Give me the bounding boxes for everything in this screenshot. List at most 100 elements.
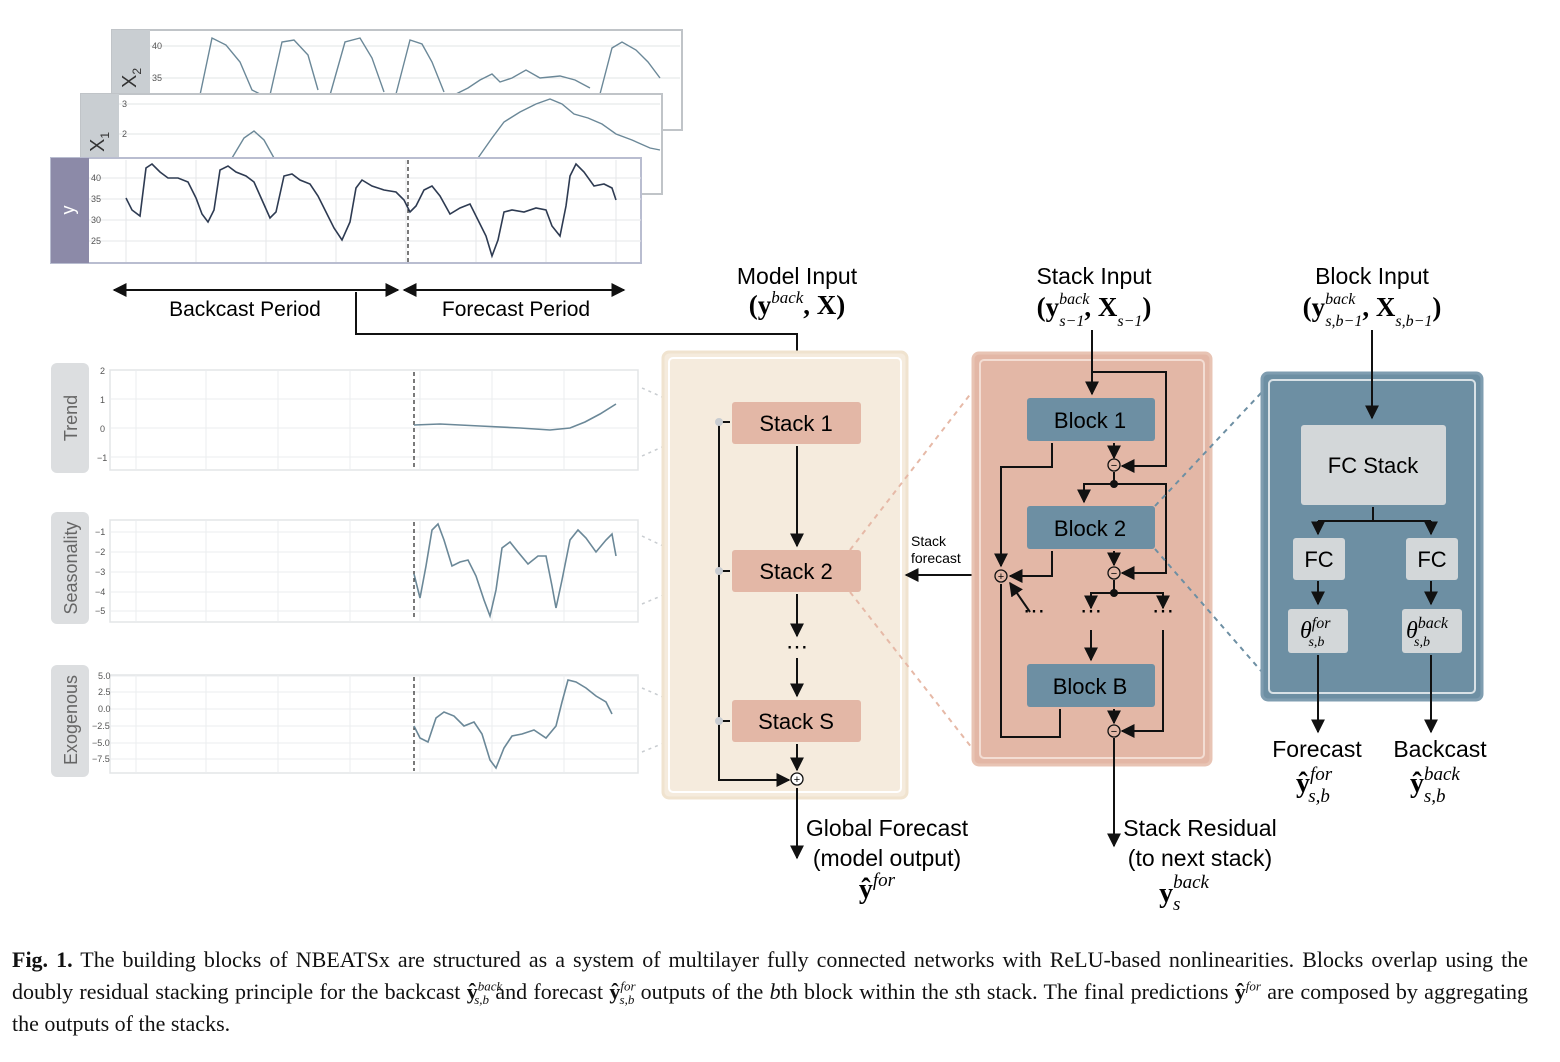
caption-math: ŷbacks,b xyxy=(466,978,503,1008)
caption-italic: b xyxy=(769,979,781,1004)
model-input-title: Model Input xyxy=(737,263,858,289)
block-1[interactable]: Block 1 xyxy=(1027,398,1155,441)
caption-fig-label: Fig. 1. xyxy=(12,947,73,972)
stack-residual-line1: Stack Residual xyxy=(1123,815,1276,841)
trend-tick: −1 xyxy=(97,453,107,463)
y-tick: 40 xyxy=(91,173,101,183)
backcast-output-label: Backcast xyxy=(1393,736,1487,762)
backcast-period-label: Backcast Period xyxy=(169,298,321,321)
block-zoom-lines xyxy=(1154,391,1263,673)
caption-text: The building blocks of NBEATSx are struc… xyxy=(12,947,1528,1004)
stack-junctions xyxy=(715,418,723,725)
stack-2[interactable]: Stack 2 xyxy=(732,550,861,592)
y-panel: 40 35 30 25 y xyxy=(50,157,642,264)
trend-panel: Trend 2 1 0 −1 xyxy=(51,363,639,473)
exogenous-label: Exogenous xyxy=(61,675,81,765)
global-forecast-symbol: ŷfor xyxy=(859,870,896,905)
stack-1[interactable]: Stack 1 xyxy=(732,402,861,444)
caption-math: ŷfor xyxy=(1234,978,1261,1004)
svg-text:Stack S: Stack S xyxy=(758,709,834,734)
forecast-output-label: Forecast xyxy=(1272,736,1362,762)
exogenous-panel: Exogenous 5.0 2.5 0.0 −2.5 −5.0 −7.5 xyxy=(51,665,639,777)
figure-caption: Fig. 1. The building blocks of NBEATSx a… xyxy=(12,944,1528,1040)
caption-italic: s xyxy=(954,979,964,1004)
block-b[interactable]: Block B xyxy=(1027,664,1155,707)
stack-forecast-line1: Stack xyxy=(911,533,947,549)
seasonality-series xyxy=(413,522,617,619)
seasonality-tick: −1 xyxy=(95,527,105,537)
svg-text:+: + xyxy=(794,774,800,786)
svg-text:FC: FC xyxy=(1304,547,1333,572)
nbeatsx-architecture-diagram: 40 35 X2 3 2 X1 40 35 30 xyxy=(50,29,1487,915)
y-axis-label: y xyxy=(58,206,78,215)
svg-text:FC Stack: FC Stack xyxy=(1328,453,1419,478)
x2-series xyxy=(199,36,661,96)
stack-input-title: Stack Input xyxy=(1036,263,1152,289)
stack-s[interactable]: Stack S xyxy=(732,700,861,742)
trend-label: Trend xyxy=(61,395,81,441)
svg-text:Stack 2: Stack 2 xyxy=(759,559,832,584)
stack-zoom-lines xyxy=(849,391,973,749)
caption-text: and forecast xyxy=(495,979,604,1004)
block-nodes: − − − + xyxy=(994,458,1121,738)
exogenous-tick: 0.0 xyxy=(98,704,111,714)
seasonality-tick: −5 xyxy=(95,606,105,616)
fc-left[interactable]: FC xyxy=(1293,538,1345,580)
block-2[interactable]: Block 2 xyxy=(1027,506,1155,549)
period-arrows: Backcast Period Forecast Period xyxy=(112,283,626,321)
fc-right[interactable]: FC xyxy=(1406,538,1458,580)
stack-arrows xyxy=(718,421,804,860)
y-series xyxy=(125,162,617,259)
svg-text:Block 1: Block 1 xyxy=(1054,408,1126,433)
seasonality-tick: −4 xyxy=(95,587,105,597)
sum-node: + xyxy=(790,772,804,786)
block-junctions xyxy=(1110,480,1118,597)
caption-text: th stack. The final predictions xyxy=(963,979,1229,1004)
x1-tick: 3 xyxy=(122,99,127,109)
block-input-title: Block Input xyxy=(1315,263,1429,289)
caption-math: ŷfors,b xyxy=(609,978,636,1008)
stack-ellipsis: ⋯ xyxy=(786,634,808,659)
model-input-formula: (yback, X) xyxy=(749,288,846,320)
trend-tick: 0 xyxy=(100,424,105,434)
block-ellipsis: ⋯ xyxy=(1152,598,1174,623)
y-tick: 25 xyxy=(91,236,101,246)
svg-text:−: − xyxy=(1111,460,1117,472)
trend-series xyxy=(413,403,617,431)
exogenous-series xyxy=(413,679,613,770)
exogenous-tick: −5.0 xyxy=(92,738,110,748)
svg-text:−: − xyxy=(1111,726,1117,738)
y-tick: 35 xyxy=(91,194,101,204)
svg-text:Block B: Block B xyxy=(1053,674,1128,699)
trend-tick: 1 xyxy=(100,395,105,405)
block-ellipsis: ⋯ xyxy=(1023,598,1045,623)
svg-text:FC: FC xyxy=(1417,547,1446,572)
block-arrows xyxy=(994,330,1170,848)
svg-text:Block 2: Block 2 xyxy=(1054,516,1126,541)
exogenous-tick: 5.0 xyxy=(98,671,111,681)
seasonality-tick: −3 xyxy=(95,567,105,577)
seasonality-tick: −2 xyxy=(95,547,105,557)
svg-text:Stack 1: Stack 1 xyxy=(759,411,832,436)
x1-tick: 2 xyxy=(122,129,127,139)
stack-forecast-line2: forecast xyxy=(911,550,961,566)
caption-text: outputs of the xyxy=(640,979,764,1004)
x2-tick: 35 xyxy=(152,73,162,83)
x2-tick: 40 xyxy=(152,41,162,51)
fc-stack[interactable]: FC Stack xyxy=(1301,425,1446,505)
x1-series xyxy=(231,98,661,159)
fc-arrows xyxy=(1311,507,1438,734)
forecast-period-label: Forecast Period xyxy=(442,298,590,321)
y-tick: 30 xyxy=(91,215,101,225)
x1-axis-label: X1 xyxy=(87,132,112,152)
global-forecast-line1: Global Forecast xyxy=(806,815,969,841)
